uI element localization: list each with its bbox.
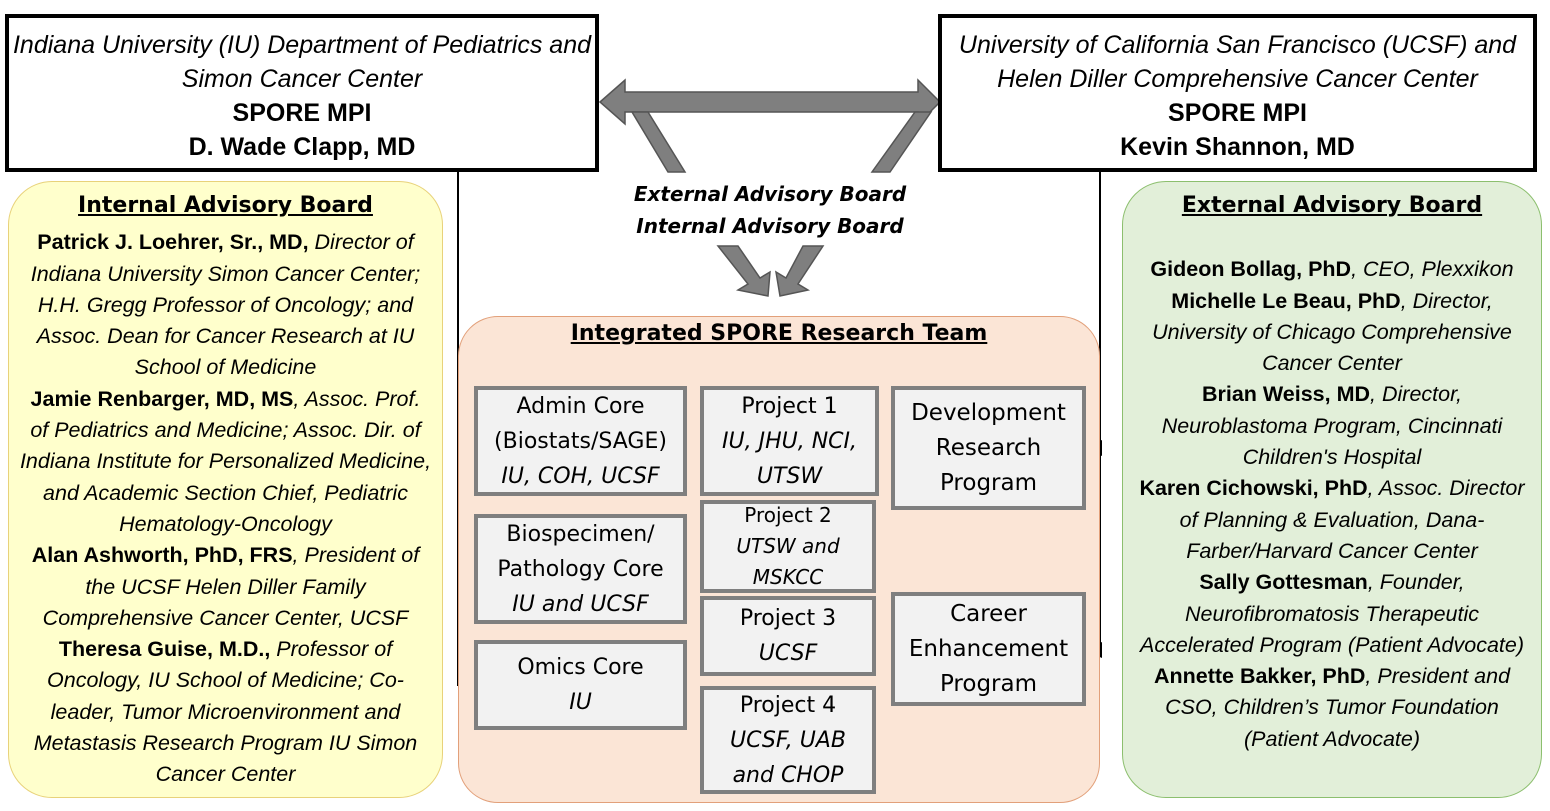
- right-mpi-box: University of California San Francisco (…: [938, 14, 1537, 172]
- external-member: Gideon Bollag, PhD, CEO, Plexxikon: [1150, 257, 1514, 282]
- right-mpi-org-line1: University of California San Francisco (…: [958, 31, 1517, 59]
- internal-board-title: Internal Advisory Board: [78, 193, 373, 218]
- center-label-internal: Internal Advisory Board: [636, 214, 904, 238]
- project4-sites-line2: and CHOP: [732, 762, 844, 788]
- project1-sites-line1: IU, JHU, NCI,: [722, 428, 857, 454]
- project4-box: Project 4 UCSF, UAB and CHOP: [700, 686, 876, 794]
- internal-member: Jamie Renbarger, MD, MS, Assoc. Prof. of…: [19, 386, 432, 536]
- career-line2: Enhancement: [908, 635, 1069, 662]
- admin-core-box: Admin Core (Biostats/SAGE) IU, COH, UCSF: [474, 386, 687, 496]
- development-line3: Program: [939, 469, 1038, 496]
- right-mpi-role: SPORE MPI: [1168, 99, 1307, 127]
- right-mpi-org-line2: Helen Diller Comprehensive Cancer Center: [997, 65, 1478, 93]
- development-line1: Development: [911, 399, 1066, 426]
- biospecimen-core-box: Biospecimen/ Pathology Core IU and UCSF: [474, 514, 687, 624]
- biospecimen-core-sites: IU and UCSF: [512, 591, 649, 617]
- center-advisory-labels: External Advisory Board Internal Advisor…: [600, 178, 940, 242]
- project1-sites-line2: UTSW: [756, 463, 823, 489]
- converge-arrow-left: [716, 245, 771, 297]
- admin-core-line2: (Biostats/SAGE): [494, 428, 667, 454]
- internal-advisory-board: Internal Advisory Board Patrick J. Loehr…: [8, 181, 443, 798]
- team-title: Integrated SPORE Research Team: [570, 321, 988, 346]
- external-member: Sally Gottesman, Founder, Neurofibromato…: [1140, 570, 1524, 657]
- project1-box: Project 1 IU, JHU, NCI, UTSW: [700, 386, 879, 496]
- internal-member: Theresa Guise, M.D., Professor of Oncolo…: [33, 637, 418, 787]
- external-member: Karen Cichowski, PhD, Assoc. Director of…: [1139, 476, 1525, 563]
- converge-arrow-right: [774, 245, 825, 297]
- project4-label: Project 4: [739, 692, 837, 718]
- admin-core-sites: IU, COH, UCSF: [501, 463, 660, 489]
- center-label-external: External Advisory Board: [633, 182, 907, 206]
- external-advisory-board: External Advisory Board Gideon Bollag, P…: [1122, 181, 1542, 798]
- left-mpi-box: Indiana University (IU) Department of Pe…: [5, 14, 599, 172]
- omics-core-sites: IU: [569, 690, 592, 715]
- project3-label: Project 3: [739, 606, 837, 631]
- project1-label: Project 1: [741, 393, 838, 419]
- project2-box: Project 2 UTSW and MSKCC: [700, 500, 876, 593]
- project2-sites-line2: MSKCC: [752, 565, 824, 589]
- left-mpi-org-line1: Indiana University (IU) Department of Pe…: [12, 31, 592, 59]
- biospecimen-core-line2: Pathology Core: [497, 556, 664, 582]
- biospecimen-core-line1: Biospecimen/: [506, 521, 655, 547]
- external-member: Annette Bakker, PhD, President and CSO, …: [1153, 664, 1511, 751]
- external-board-title: External Advisory Board: [1181, 193, 1483, 218]
- project2-sites-line1: UTSW and: [736, 534, 840, 558]
- omics-core-box: Omics Core IU: [474, 640, 687, 730]
- left-mpi-role: SPORE MPI: [232, 99, 372, 127]
- left-mpi-org-line2: Simon Cancer Center: [181, 65, 423, 93]
- project4-sites-line1: UCSF, UAB: [730, 727, 846, 753]
- diagonal-arrow-left: [630, 111, 687, 173]
- omics-core-line1: Omics Core: [517, 655, 644, 680]
- admin-core-line1: Admin Core: [516, 393, 645, 419]
- internal-member: Alan Ashworth, PhD, FRS, President of th…: [31, 543, 420, 630]
- internal-member: Patrick J. Loehrer, Sr., MD, Director of…: [30, 230, 421, 380]
- career-program-box: Career Enhancement Program: [891, 592, 1086, 706]
- career-line1: Career: [950, 600, 1027, 627]
- right-mpi-name: Kevin Shannon, MD: [1120, 133, 1355, 161]
- external-member: Brian Weiss, MD, Director, Neuroblastoma…: [1161, 382, 1503, 470]
- external-member: Michelle Le Beau, PhD, Director, Univers…: [1152, 288, 1512, 376]
- project2-label: Project 2: [744, 503, 832, 527]
- project3-box: Project 3 UCSF: [700, 596, 876, 676]
- left-mpi-name: D. Wade Clapp, MD: [188, 133, 416, 161]
- development-program-box: Development Research Program: [891, 386, 1086, 510]
- development-line2: Research: [935, 434, 1042, 461]
- career-line3: Program: [939, 670, 1038, 697]
- project3-sites: UCSF: [758, 641, 818, 666]
- diagonal-arrow-right: [870, 111, 933, 173]
